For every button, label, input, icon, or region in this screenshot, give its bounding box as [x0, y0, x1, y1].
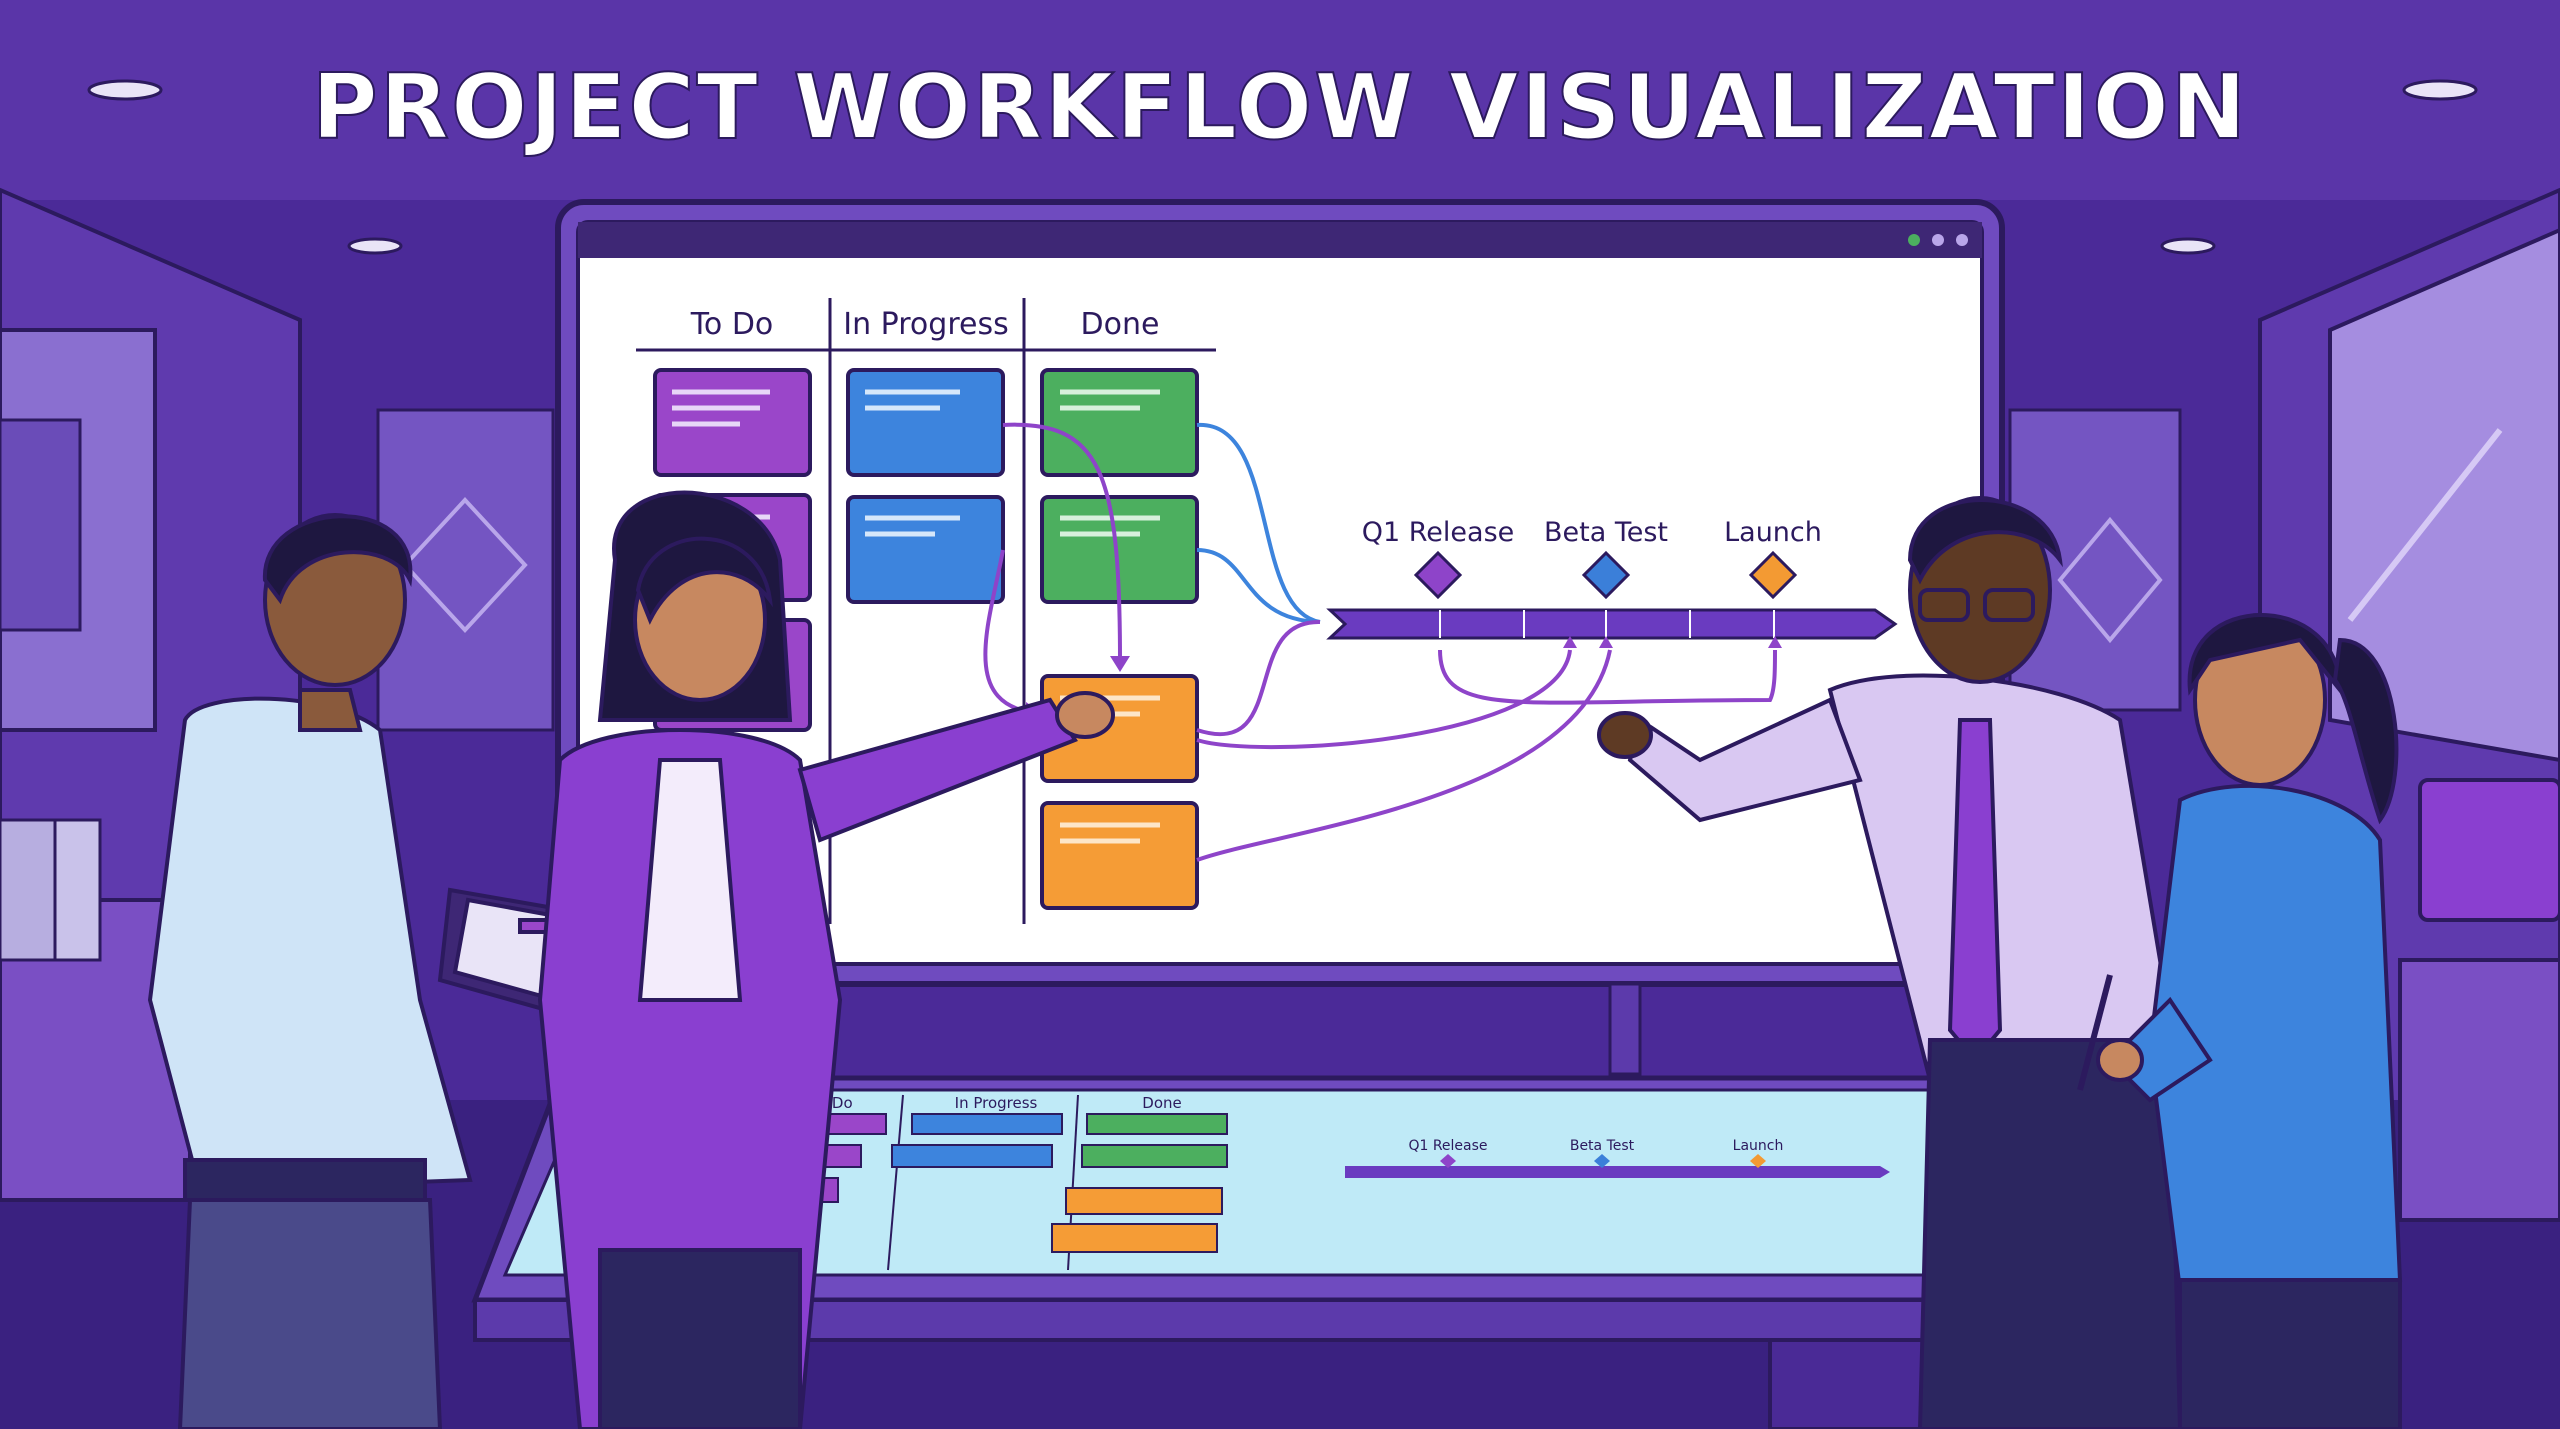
wall-frame-inner [0, 418, 82, 632]
milestone-label-q1-release: Q1 Release [1362, 517, 1515, 548]
person-pointing-right [1597, 496, 2183, 1429]
timeline-bar [1326, 608, 1898, 640]
arrow-up-icon [1768, 636, 1782, 648]
milestone-diamond-icon[interactable] [1413, 550, 1463, 600]
table-milestone-diamond-icon[interactable] [1750, 1154, 1766, 1168]
milestone-diamond-icon[interactable] [1748, 550, 1798, 600]
arrow-up-icon [1563, 636, 1577, 648]
kanban-card-in-progress[interactable] [846, 495, 1005, 604]
person-pointing-left [537, 490, 1115, 1429]
table-milestone-diamond-icon[interactable] [1594, 1154, 1610, 1168]
window-control-icon[interactable] [1932, 234, 1944, 246]
column-header-in-progress: In Progress [843, 307, 1008, 342]
binder [0, 818, 57, 962]
window-control-icon[interactable] [1956, 234, 1968, 246]
ceiling-light [2160, 237, 2216, 255]
ceiling-light [87, 79, 163, 101]
column-header-todo: To Do [690, 307, 774, 342]
table-column-header-in-progress: In Progress [955, 1094, 1038, 1112]
ceiling-light [2402, 79, 2478, 101]
kanban-card-review[interactable] [1040, 801, 1199, 910]
ceiling [0, 0, 2560, 200]
milestone-label-beta-test: Beta Test [1544, 517, 1668, 548]
screen-title-bar [578, 222, 1982, 258]
table-milestone-label: Q1 Release [1408, 1138, 1487, 1154]
ceiling-light [347, 237, 403, 255]
page-title: PROJECT WORKFLOW VISUALIZATION [312, 55, 2248, 160]
person-with-stylus [2077, 613, 2403, 1429]
binder [53, 818, 102, 962]
table-column-divider [887, 1094, 904, 1271]
screen-stand [1608, 982, 1642, 1076]
pattern-diamond [402, 497, 528, 633]
table-column-header-done: Done [1142, 1094, 1181, 1112]
milestone-diamond-icon[interactable] [1581, 550, 1631, 600]
flow-connectors [983, 422, 1777, 862]
touch-table-leg [1768, 1338, 1942, 1429]
table-milestone-label: Beta Test [1570, 1138, 1635, 1154]
table-milestone-label: Launch [1733, 1138, 1784, 1154]
side-monitor [2418, 778, 2560, 922]
table-timeline-bar [1345, 1166, 1890, 1178]
table-milestone-diamond-icon[interactable] [1440, 1154, 1456, 1168]
column-header-done: Done [1081, 307, 1160, 342]
person-with-tablet [147, 513, 473, 1429]
pattern-diamond [2057, 516, 2163, 644]
kanban-card-todo[interactable] [653, 368, 812, 477]
kanban-card-done[interactable] [1040, 368, 1199, 477]
arrow-up-icon [1599, 636, 1613, 648]
window-control-icon[interactable] [1908, 234, 1920, 246]
window-glare [2347, 428, 2503, 622]
milestone-label-launch: Launch [1724, 517, 1822, 548]
side-desk-right [2398, 958, 2560, 1222]
kanban-card-in-progress[interactable] [846, 368, 1005, 477]
